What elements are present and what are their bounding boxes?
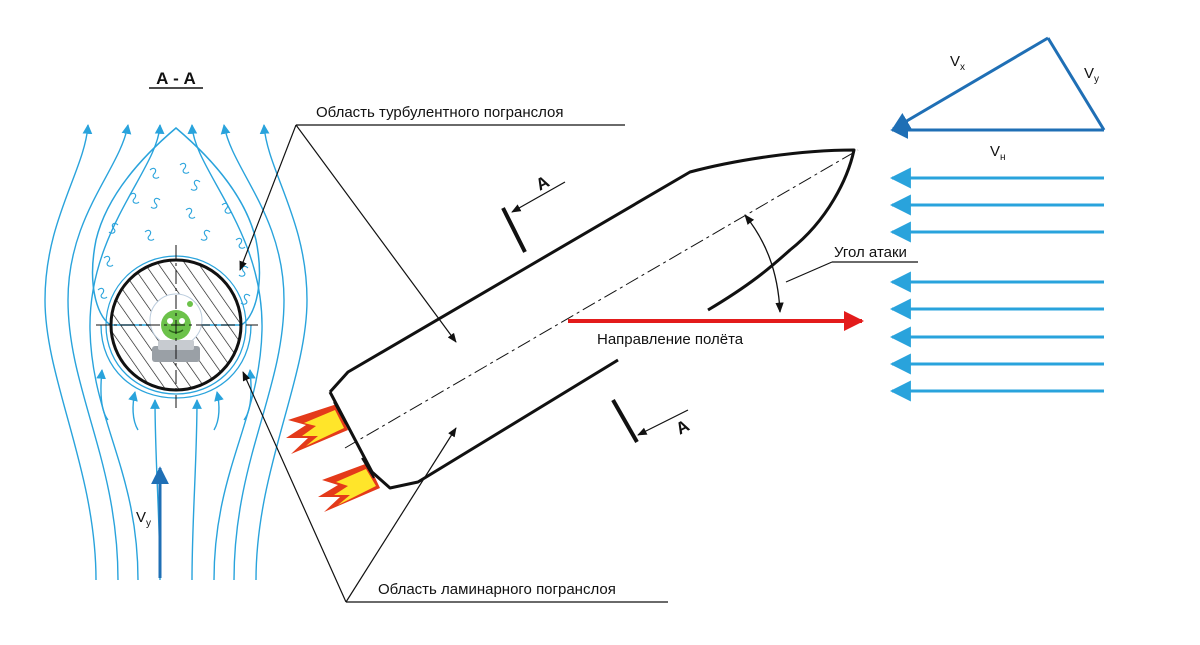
- swirl: [190, 179, 201, 191]
- exhaust-flames: [286, 404, 380, 512]
- swirl: [235, 237, 246, 249]
- section-title: А - А: [156, 69, 196, 88]
- rocket-body-lower: [328, 358, 619, 490]
- rocket: [286, 148, 859, 512]
- streamline: [89, 124, 165, 581]
- streamline: [67, 124, 132, 581]
- swirl: [149, 167, 160, 179]
- flow-streamlines: [44, 124, 308, 581]
- vy-section-label: Vy: [136, 509, 151, 529]
- swirl: [179, 162, 190, 174]
- flight-direction-label: Направление полёта: [597, 331, 744, 348]
- leader-lines: Область турбулентного погранслоя Область…: [239, 104, 668, 603]
- vx-label: Vx: [950, 53, 965, 73]
- vy-vector: [1046, 37, 1106, 131]
- cut-mark-upper: [501, 207, 527, 253]
- attack-angle-label: Угол атаки: [834, 244, 907, 261]
- swirl: [108, 222, 119, 234]
- swirl: [185, 207, 196, 219]
- turbulent-leader-left: [239, 124, 297, 271]
- laminar-leader-left: [242, 371, 347, 603]
- streamline: [96, 369, 109, 421]
- rocket-body-upper: [328, 148, 856, 394]
- swirl: [240, 293, 251, 305]
- streamline: [187, 124, 263, 581]
- rocket-axis: [344, 149, 859, 449]
- velocity-triangle: Vx Vy Vн: [890, 36, 1106, 163]
- nozzle-upper: [333, 401, 347, 425]
- swirl: [200, 229, 211, 241]
- cut-letter-lower: А: [673, 416, 693, 439]
- swirl: [150, 197, 161, 209]
- vy-label: Vy: [1084, 65, 1099, 85]
- laminar-label: Область ламинарного погранслоя: [378, 581, 616, 598]
- cut-arrow-lower: [637, 409, 689, 436]
- streamline: [128, 391, 139, 431]
- swirl: [97, 287, 108, 299]
- turbulent-label: Область турбулентного погранслоя: [316, 104, 564, 121]
- angle-of-attack: Угол атаки: [744, 214, 918, 314]
- cut-mark-lower: [611, 399, 639, 443]
- attack-angle-leader: [785, 261, 833, 283]
- laminar-layer-mid: [105, 324, 247, 395]
- section-view: А - А: [44, 69, 308, 581]
- vn-label: Vн: [990, 143, 1006, 163]
- swirl: [221, 202, 232, 214]
- turbulent-leader-right: [295, 124, 457, 343]
- streamline: [213, 391, 224, 431]
- flight-direction: Направление полёта: [568, 311, 864, 348]
- streamline: [220, 124, 285, 581]
- vx-vector: [891, 36, 1049, 131]
- cut-arrow-upper: [511, 181, 566, 213]
- streamline: [255, 124, 308, 581]
- swirl: [103, 255, 114, 267]
- laminar-layer-top-left: [105, 255, 177, 326]
- streamline: [44, 124, 97, 581]
- laminar-layer-top-right: [175, 255, 247, 326]
- oncoming-flow: [889, 167, 1104, 402]
- laminar-leader-right: [345, 427, 457, 603]
- swirl: [129, 192, 140, 204]
- nozzle-lower: [361, 457, 375, 479]
- streamline: [191, 399, 202, 581]
- section-cut-marks: А А: [501, 172, 693, 443]
- attack-angle-arc: [744, 214, 784, 314]
- flame-upper-core: [302, 410, 344, 446]
- swirl: [144, 229, 155, 241]
- streamline: [243, 369, 256, 421]
- flame-lower-core: [334, 469, 376, 505]
